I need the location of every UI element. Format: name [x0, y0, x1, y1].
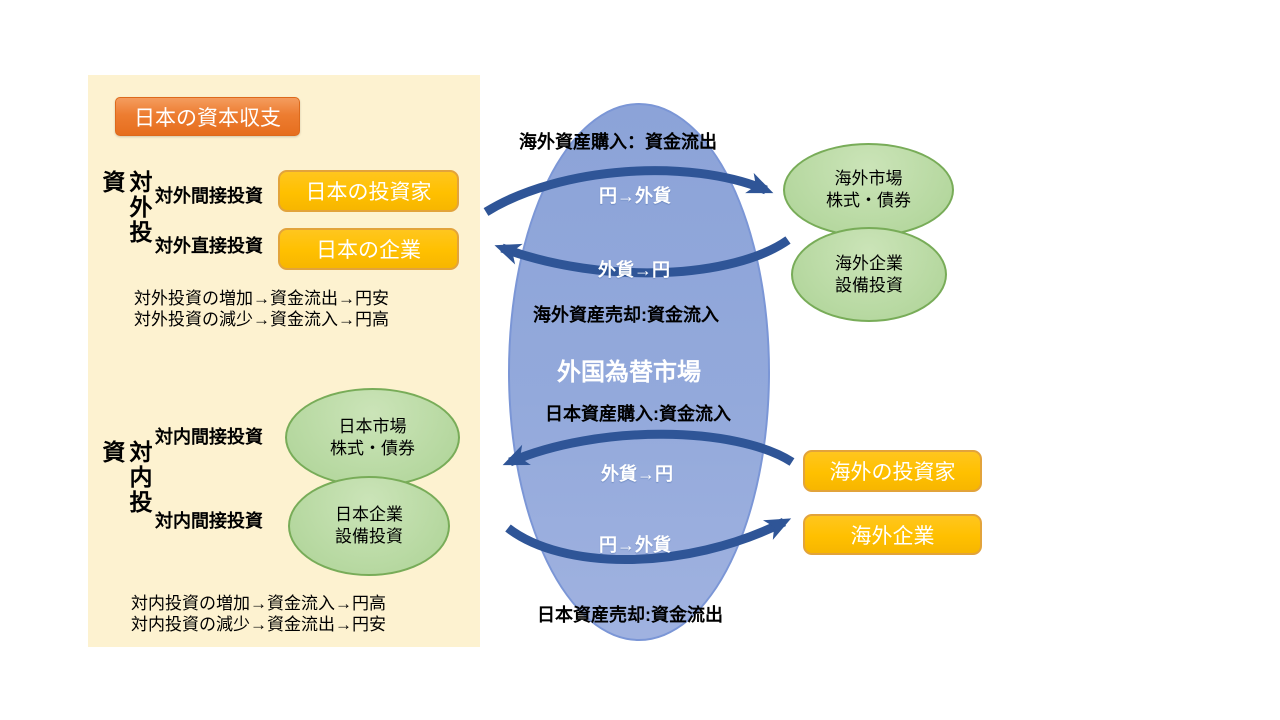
- flow-foreign-to-yen-bottom: 外貨→円: [601, 464, 673, 484]
- overseas-companies-text: 海外企業: [850, 524, 935, 548]
- inward-vertical-label: 対内投資: [99, 440, 152, 515]
- inward-indirect-label-2: 対内間接投資: [155, 511, 263, 531]
- panel-title-box: 日本の資本収支: [115, 97, 300, 136]
- outward-vertical-label: 対外投資: [99, 170, 152, 245]
- inward-note-2: 対内投資の減少→資金流出→円安: [131, 615, 386, 634]
- inward-notes: 対内投資の増加→資金流入→円高 対内投資の減少→資金流出→円安: [131, 593, 386, 635]
- overseas-capex-line2: 設備投資: [835, 275, 903, 295]
- japan-companies-text: 日本の企業: [316, 239, 421, 262]
- japan-market-line2: 株式・債券: [330, 438, 415, 458]
- overseas-capex-line1: 海外企業: [835, 253, 903, 273]
- inward-note-1: 対内投資の増加→資金流入→円高: [131, 594, 386, 613]
- outward-notes: 対外投資の増加→資金流出→円安 対外投資の減少→資金流入→円高: [134, 288, 389, 330]
- overseas-companies-capex-ellipse: 海外企業 設備投資: [791, 227, 947, 322]
- flow-yen-to-foreign-top: 円→外貨: [599, 186, 671, 206]
- forex-market-title: 外国為替市場: [557, 359, 701, 386]
- panel-title: 日本の資本収支: [134, 106, 281, 130]
- inward-indirect-label-1: 対内間接投資: [155, 427, 263, 447]
- outward-note-1: 対外投資の増加→資金流出→円安: [134, 289, 389, 308]
- overseas-investors-box: 海外の投資家: [803, 450, 982, 492]
- japan-market-line1: 日本市場: [338, 416, 407, 436]
- overseas-asset-sale-label: 海外資産売却:資金流入: [533, 305, 719, 325]
- outward-note-2: 対外投資の減少→資金流入→円高: [134, 310, 389, 329]
- flow-foreign-to-yen-top: 外貨→円: [598, 260, 670, 280]
- japan-capex-line2: 設備投資: [335, 527, 403, 546]
- japan-market-ellipse: 日本市場 株式・債券: [285, 388, 460, 487]
- outward-direct-label: 対外直接投資: [155, 236, 263, 256]
- japan-asset-purchase-label: 日本資産購入:資金流入: [545, 404, 731, 424]
- overseas-market-line1: 海外市場: [834, 169, 903, 188]
- japan-companies-capex-ellipse: 日本企業 設備投資: [288, 476, 450, 576]
- overseas-companies-box: 海外企業: [803, 514, 982, 555]
- japan-investors-box: 日本の投資家: [278, 170, 459, 212]
- flow-yen-to-foreign-bottom: 円→外貨: [599, 535, 671, 555]
- overseas-asset-purchase-label: 海外資産購入：資金流出: [519, 132, 717, 152]
- overseas-market-ellipse: 海外市場 株式・債券: [783, 143, 954, 237]
- outward-indirect-label: 対外間接投資: [155, 186, 263, 206]
- japan-asset-sale-label: 日本資産売却:資金流出: [537, 605, 723, 625]
- overseas-market-line2: 株式・債券: [826, 191, 911, 210]
- japan-companies-box: 日本の企業: [278, 228, 459, 270]
- japan-investors-text: 日本の投資家: [305, 181, 432, 204]
- japan-capex-line1: 日本企業: [335, 505, 403, 524]
- overseas-investors-text: 海外の投資家: [829, 461, 956, 484]
